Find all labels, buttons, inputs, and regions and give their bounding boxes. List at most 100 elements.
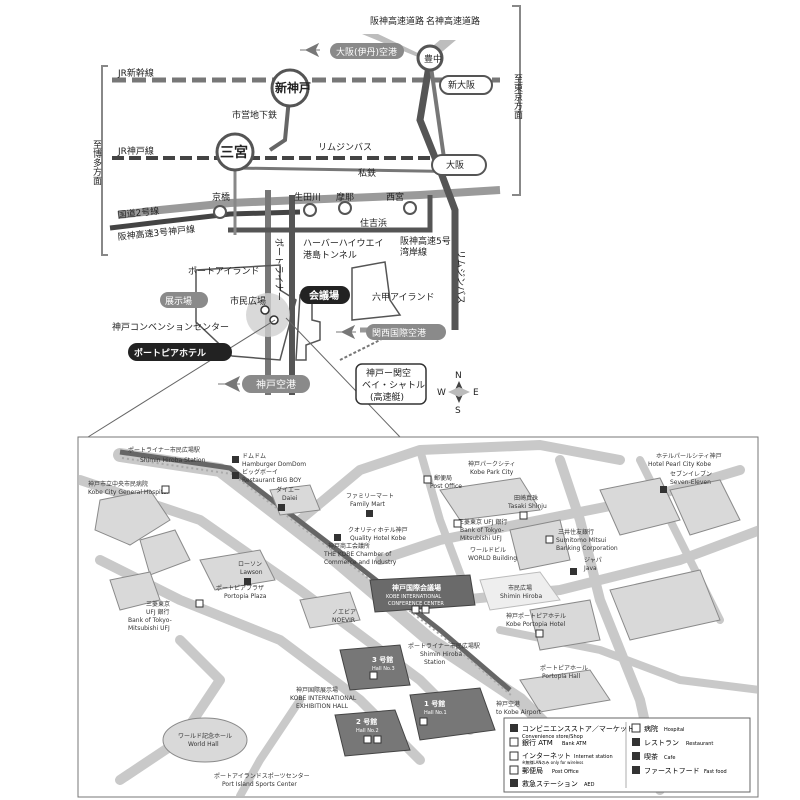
tasaki-label-jp: 田崎真珠 bbox=[514, 494, 538, 502]
callout-line-left bbox=[87, 319, 276, 438]
lawson-icon bbox=[244, 578, 251, 585]
aed-station-icon bbox=[510, 779, 518, 787]
legend-post-jp: 郵便局 bbox=[522, 766, 543, 775]
internet-icon-2 bbox=[535, 629, 544, 638]
portopia-plaza-building bbox=[199, 549, 276, 591]
smbc-label-en2: Banking Corporation bbox=[556, 545, 618, 552]
smbc-label-jp: 三井住友銀行 bbox=[558, 528, 594, 536]
compass-north: N bbox=[455, 371, 462, 381]
mufj2-label-en2: Mitsubishi UFJ bbox=[128, 625, 170, 632]
legend-atm-jp: 銀行 ATM bbox=[522, 738, 553, 747]
port-liner-label: ポートライナー bbox=[273, 238, 284, 301]
aed-icon bbox=[421, 605, 430, 614]
domdom-label-jp: ドムドム bbox=[242, 453, 266, 460]
portopia-hotel-label: ポートピアホテル bbox=[134, 347, 206, 359]
callout-line-right bbox=[285, 317, 401, 438]
shop-icon bbox=[278, 504, 285, 511]
world-label-jp: ワールドビル bbox=[470, 546, 506, 554]
pearl-label-en: Hotel Pearl City Kobe bbox=[648, 461, 711, 468]
seven-label-en: Seven-Eleven bbox=[670, 479, 711, 486]
hall2-building bbox=[334, 709, 411, 757]
post-label-en: Post Office bbox=[430, 483, 462, 490]
exhib-label-jp: 神戸国際展示場 bbox=[296, 686, 338, 694]
hiroba-label-jp: 市民広場 bbox=[508, 584, 532, 592]
daiei-label-en: Daiei bbox=[282, 495, 298, 502]
hanshin-route5-label: 阪神高速5号 bbox=[400, 235, 451, 247]
kyobashi-label: 京橋 bbox=[212, 191, 230, 203]
mufj2-label-en1: Bank of Tokyo- bbox=[128, 617, 172, 624]
legend-hospital-jp: 病院 bbox=[644, 724, 658, 733]
route2-label: 国道2号線 bbox=[117, 205, 160, 221]
seven-label-jp: セブンイレブン bbox=[670, 470, 712, 478]
compass bbox=[448, 381, 470, 403]
makaya-label: 摩耶 bbox=[336, 191, 354, 203]
to-hakata-label: 至博多方面 bbox=[91, 140, 102, 186]
mufj2-label-jp: 三菱東京 bbox=[146, 600, 170, 608]
chamber-label-jp: 神戸商工会議所 bbox=[328, 542, 370, 550]
legend-cafe-jp: 喫茶 bbox=[644, 752, 658, 761]
limousine-bus-label: リムジンバス bbox=[318, 142, 372, 153]
java-label-en: Java bbox=[583, 565, 597, 572]
itami-airport-pill bbox=[330, 43, 404, 59]
compass-east: E bbox=[473, 388, 479, 398]
portopia-hotel-label-en: Kobe Portopia Hotel bbox=[506, 621, 566, 628]
quality-label-jp: クオリティホテル神戸 bbox=[348, 526, 408, 534]
plaza-label-en: Portopia Plaza bbox=[224, 593, 267, 600]
post-icon bbox=[423, 475, 432, 484]
port-island-label: ポートアイランド bbox=[188, 266, 260, 277]
chamber-label-en1: THE KOBE Chamber of bbox=[323, 551, 392, 558]
seveneleven-icon bbox=[660, 486, 667, 493]
shuttle-box bbox=[355, 363, 427, 405]
mufj1-label-jp: 三菱東京 UFJ 銀行 bbox=[458, 518, 507, 526]
nishinomiya-station bbox=[403, 201, 417, 215]
jr-kobe-line-label: JR神戸線 bbox=[117, 145, 154, 157]
tasaki-label-en: Tasaki Shinju bbox=[507, 503, 547, 510]
fastfood-legend-icon bbox=[632, 766, 640, 774]
portopia-hotel-pill bbox=[128, 343, 232, 361]
toyonaka-label: 豊中 bbox=[424, 53, 442, 65]
to-airport-label-en: to Kobe Airport bbox=[496, 709, 542, 716]
rokko-island-outline bbox=[351, 261, 402, 321]
world-label-en: WORLD Building bbox=[468, 555, 517, 562]
wangan-route bbox=[228, 195, 433, 233]
shimin-hiroba-plaza bbox=[479, 571, 561, 611]
mufj2-label-jp2: UFJ 銀行 bbox=[146, 608, 170, 616]
hiroba-label-en: Shimin Hiroba bbox=[500, 593, 542, 600]
kobe-plane-icon bbox=[218, 375, 240, 393]
legend-net-note: ※無線LANのみ only for wireless bbox=[522, 759, 583, 765]
atm-icon bbox=[453, 519, 462, 528]
hall1-label-en: Hall No.1 bbox=[424, 710, 447, 716]
pl-station2-label-en1: Shimin Hiroba bbox=[420, 651, 462, 658]
kobe-airport-pill bbox=[242, 375, 310, 393]
portopia-hall-building bbox=[519, 669, 611, 713]
internet-icon-3 bbox=[369, 671, 378, 680]
hospital-label-jp: 神戸市立中央市民病院 bbox=[88, 480, 148, 488]
compass-west: W bbox=[437, 388, 446, 398]
java-label-jp: ジャパ bbox=[584, 557, 602, 564]
convention-center-label: 神戸コンベンションセンター bbox=[112, 321, 229, 333]
venue-label: 会議場 bbox=[309, 289, 339, 302]
legend-net-jp: インターネット bbox=[522, 751, 571, 760]
daiei-label-jp: ダイエー bbox=[276, 486, 300, 494]
noevir-label-jp: ノエビア bbox=[332, 608, 356, 616]
kobe-airport-label: 神戸空港 bbox=[256, 378, 296, 391]
hall3-label-jp: 3 号館 bbox=[372, 655, 393, 664]
venue-highlight bbox=[246, 293, 290, 337]
meishin-expressway-label: 名神高速道路 bbox=[426, 15, 480, 27]
exhib-label-en2: EXHIBITION HALL bbox=[296, 703, 349, 710]
osaka-label: 大阪 bbox=[446, 159, 464, 171]
legend-aed-jp: 救急ステーション bbox=[522, 779, 578, 788]
internet-icon bbox=[411, 605, 420, 614]
kyobashi-station bbox=[213, 205, 227, 219]
park-city-building bbox=[439, 477, 541, 521]
wangan-label: 湾岸線 bbox=[400, 246, 427, 258]
hospital-icon bbox=[161, 485, 170, 494]
limousine-bus-vertical-label: リムジンバス bbox=[455, 250, 466, 304]
portopia-hall-label-en: Portopia Hall bbox=[542, 673, 580, 680]
harbor-highway-label: ハーバーハイウエイ bbox=[303, 238, 384, 249]
shuttle-line3: (高速艇) bbox=[370, 391, 404, 403]
legend-conv-en: Convenience store/Shop bbox=[522, 734, 583, 740]
poi-markers bbox=[161, 456, 667, 744]
hall3-label-en: Hall No.3 bbox=[372, 666, 395, 672]
chamber-label-en2: Commerce and Industry bbox=[324, 559, 397, 566]
